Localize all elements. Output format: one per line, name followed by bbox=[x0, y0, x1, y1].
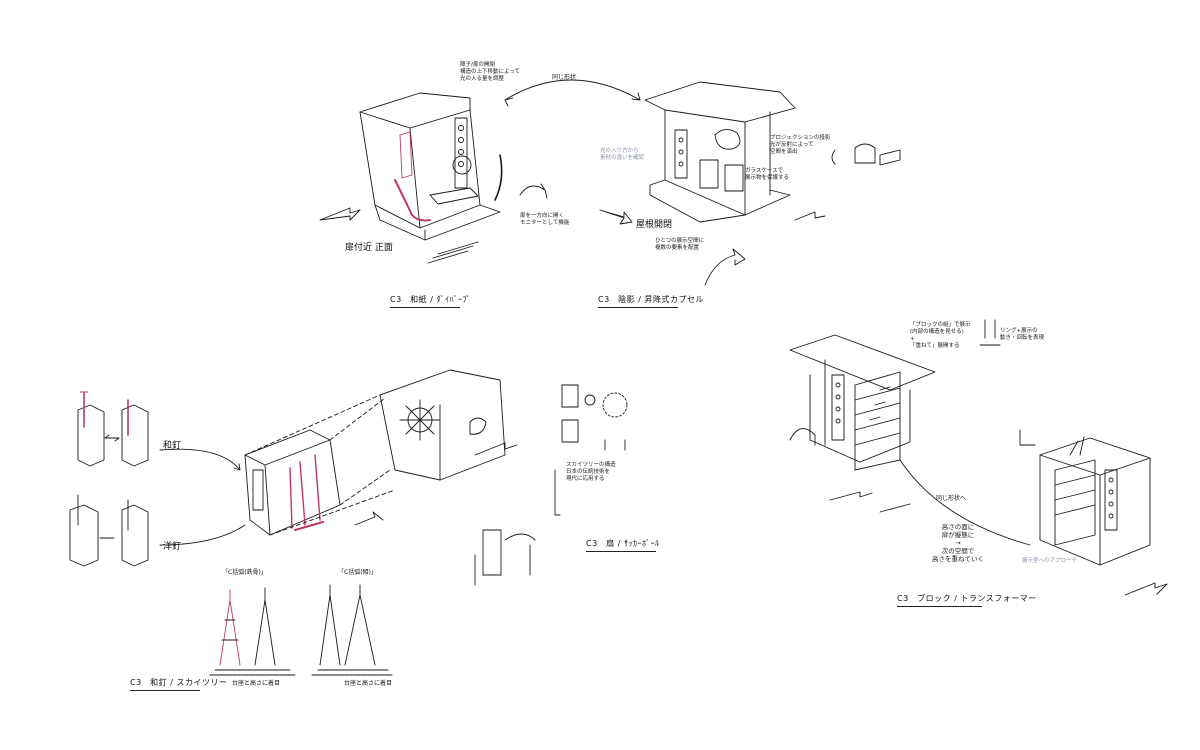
label-wakugi: 和釘 bbox=[163, 441, 182, 451]
label-sky2: 「C括弧(傾)」 bbox=[338, 569, 377, 576]
arrow-label-2: 同じ形状へ bbox=[936, 495, 967, 502]
booth-4-sketch bbox=[789, 334, 1031, 546]
note-7: スカイツリーの構造 日本の伝統技術を 現代に応用する bbox=[566, 462, 616, 482]
arc-arrow bbox=[504, 79, 641, 101]
caption-3: C3 和釘 / スカイツリー bbox=[130, 677, 227, 691]
fixture-sketch bbox=[831, 143, 901, 166]
arrow-label-1: 同じ形状 bbox=[552, 74, 577, 81]
skytree-sketches bbox=[209, 584, 393, 676]
fan-sketches bbox=[474, 384, 628, 586]
caption-4: C3 扇 / ｻｯｶｰﾎﾞｰﾙ bbox=[586, 538, 659, 552]
label-sky1: 「C括弧(鉄骨)」 bbox=[222, 569, 267, 576]
booth-3-sketch bbox=[244, 369, 518, 536]
nail-sketches bbox=[69, 391, 246, 567]
note-9: リング+展示の 動き・回転を表現 bbox=[1000, 328, 1045, 341]
note-6: ひとつの展示空間に 複数の要素を配置 bbox=[655, 238, 705, 251]
label-matome: 高さの面に 扉が擬態に → 次の空間で 高さを重ねていく bbox=[932, 523, 984, 563]
label-kaku: 台座と高さに着目 bbox=[232, 680, 281, 687]
caption-5: C3 ブロック / トランスフォーマー bbox=[897, 593, 1037, 607]
label-roof-open: 屋根開閉 bbox=[636, 220, 673, 230]
booth-5-sketch bbox=[979, 319, 1168, 596]
label-yokugi: 洋釘 bbox=[163, 542, 182, 552]
note-3: 光の入り方から 素材の違いを確認 bbox=[600, 148, 645, 161]
booth-1-sketch bbox=[319, 92, 548, 264]
label-front: 扉付近 正面 bbox=[345, 243, 393, 253]
caption-1: C3 和紙 / ﾀﾞｲﾊﾞｰﾌﾟ bbox=[390, 294, 471, 308]
booth-2-sketch bbox=[599, 81, 826, 286]
note-8: 「ブロックの組」で展示 (内部の構造を見せる) + 「重ねて」展開する bbox=[910, 322, 971, 349]
note-4: プロジェクションの投影 光が反射によって 空間を演出 bbox=[770, 135, 831, 155]
label-kaku2: 台座と高さに着目 bbox=[344, 680, 393, 687]
caption-2: C3 陰影 / 昇降式カプセル bbox=[598, 294, 704, 308]
note-2: 扉を一方向に開く モニターとして機能 bbox=[520, 213, 570, 226]
note-5: ガラスケースで 展示物を保護する bbox=[745, 168, 790, 181]
note-1: 障子/扉の開閉 構造の上下移動によって 光の入る量を調整 bbox=[460, 62, 521, 82]
note-10: 展示室へのアプローチ bbox=[1022, 558, 1078, 564]
